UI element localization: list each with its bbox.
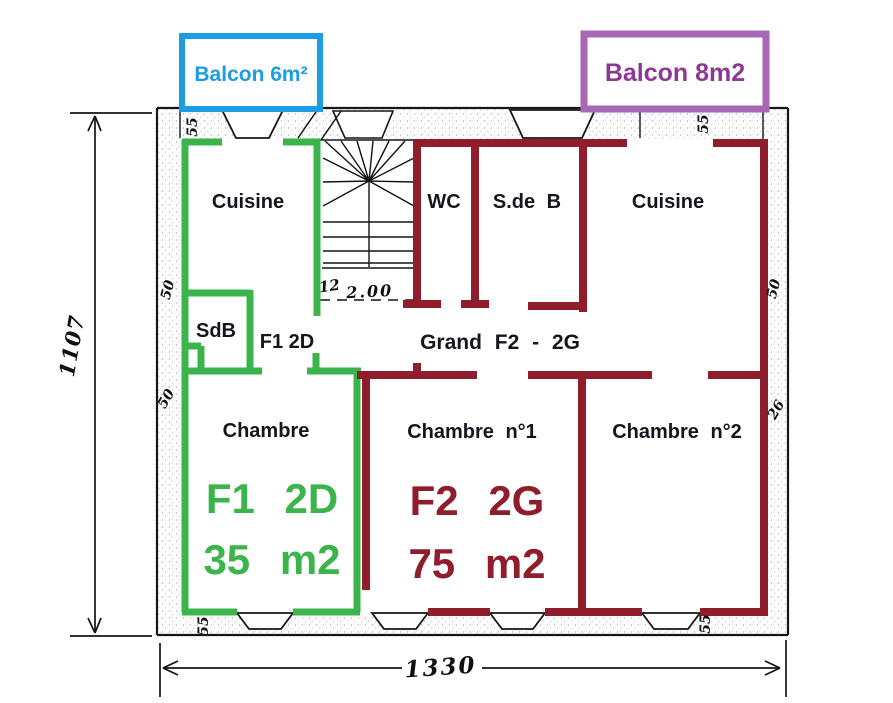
width-dim-ticks — [159, 640, 787, 697]
sdeb-right-wall — [528, 142, 587, 312]
entry-door-swing — [297, 108, 342, 141]
label-cuisine-right: Cuisine — [632, 191, 704, 213]
label-f1-name: F1 2D — [206, 475, 338, 522]
dim-stair-width: 2.00 — [345, 281, 394, 302]
balcony-right-label: Balcon 8m2 — [605, 59, 745, 87]
label-salle-de-bain: S.de B — [493, 191, 561, 213]
label-f2-name: F2 2G — [410, 477, 545, 524]
sdb-notch — [185, 342, 205, 371]
outer-walls — [155, 106, 790, 637]
f2-mid-wall — [357, 363, 766, 379]
dim-total-height: 1107 — [54, 313, 89, 379]
f1-walls — [181, 138, 361, 616]
bottom-wall-band — [157, 613, 788, 635]
wc-sdeb-divider — [461, 142, 489, 308]
dim-55-top-left: 55 — [185, 117, 201, 136]
f1-mid-wall — [182, 353, 361, 375]
stair-treads — [323, 221, 414, 264]
left-wall-band — [157, 140, 183, 635]
label-cuisine-left: Cuisine — [212, 191, 284, 213]
label-chambre-1: Chambre n°1 — [407, 421, 537, 443]
dim-50-left-upper: 50 — [158, 278, 179, 301]
label-f2-tag: Grand F2 - 2G — [420, 331, 580, 354]
label-f1-area: 35 m2 — [203, 536, 340, 583]
dimension-lines — [70, 112, 787, 697]
balcony-left-box — [179, 33, 323, 112]
room-labels: Cuisine WC S.de B Cuisine SdB F1 2D Gran… — [196, 191, 742, 443]
dim-50-right: 50 — [764, 277, 785, 300]
balcony-left-label: Balcon 6m² — [194, 63, 307, 86]
right-wall-band — [768, 140, 788, 635]
height-dim-ticks — [70, 112, 152, 637]
dim-stair-count: 12 — [318, 276, 341, 297]
balcony-callouts: Balcon 6m² Balcon 8m2 — [179, 30, 770, 113]
label-f1-tag: F1 2D — [260, 331, 314, 353]
balcony-right-box — [580, 30, 770, 113]
dim-total-width: 1330 — [404, 652, 478, 684]
window-bottom-2 — [370, 612, 430, 630]
width-dim-arrows — [162, 660, 781, 676]
height-dim-arrows — [87, 115, 102, 634]
f2-stairwell-wall — [403, 139, 441, 308]
window-bottom-1 — [235, 612, 295, 630]
label-sdb: SdB — [196, 320, 236, 342]
window-top-stairs — [331, 110, 395, 139]
wall-ticks — [179, 110, 764, 140]
dim-55-bottom-left: 55 — [196, 616, 212, 635]
stair-winders — [322, 140, 415, 207]
sdb-box-walls — [185, 289, 254, 371]
label-chambre-2: Chambre n°2 — [612, 421, 742, 443]
label-wc: WC — [427, 191, 460, 213]
label-f2-area: 75 m2 — [408, 540, 545, 587]
window-bottom-3 — [488, 612, 547, 630]
apartment-labels: F1 2D 35 m2 F2 2G 75 m2 — [203, 475, 545, 587]
staircase — [320, 140, 415, 301]
window-top-sdeb — [508, 109, 597, 139]
window-bottom-4 — [640, 612, 702, 630]
label-chambre-f1: Chambre — [223, 420, 310, 442]
dim-55-top-right: 55 — [696, 114, 712, 133]
dim-55-bottom-right: 55 — [698, 614, 714, 633]
f2-walls — [357, 139, 768, 616]
